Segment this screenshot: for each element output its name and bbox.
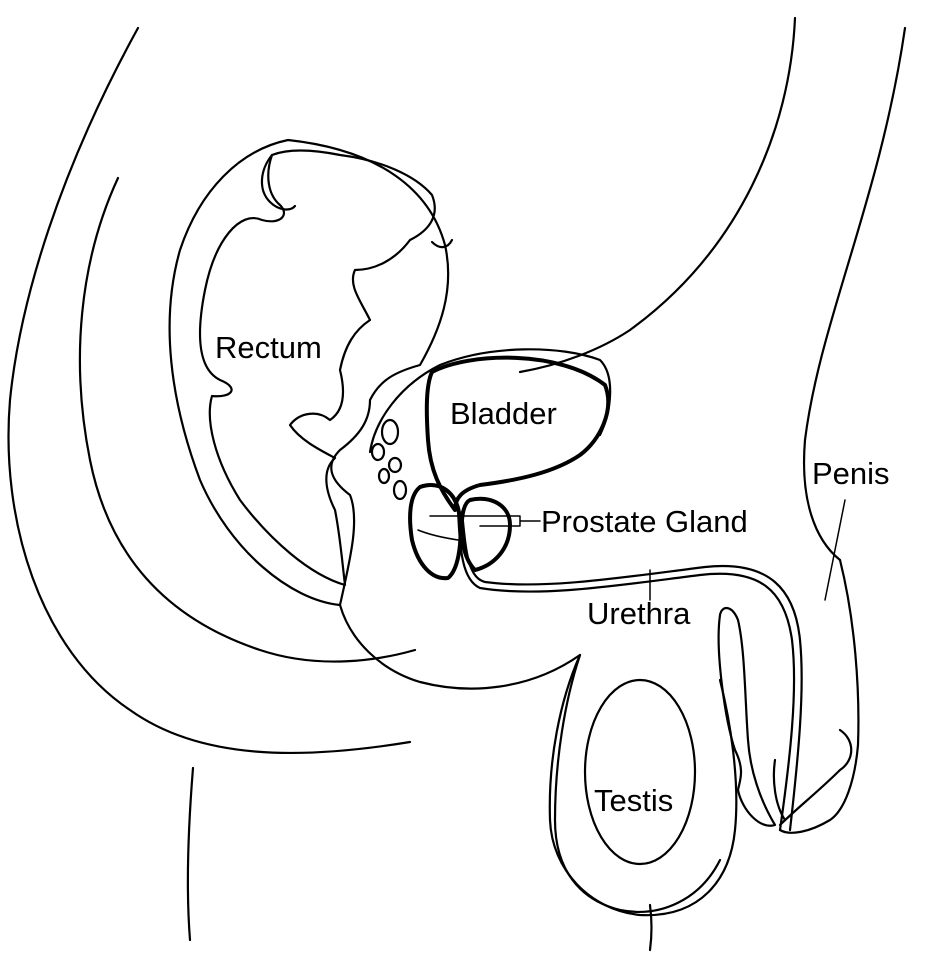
seminal-vesicle-3 bbox=[387, 456, 403, 474]
label-prostate: Prostate Gland bbox=[541, 504, 748, 539]
penis-glans bbox=[778, 728, 853, 827]
seminal-vesicle-2 bbox=[370, 442, 386, 462]
scrotum-fold-2 bbox=[772, 758, 787, 822]
label-testis: Testis bbox=[594, 783, 673, 818]
abdomen-lower-outline bbox=[803, 26, 907, 562]
abdomen-front-outline bbox=[518, 16, 797, 374]
penis-leader-line bbox=[824, 499, 846, 601]
rectum-fold-right bbox=[430, 238, 454, 249]
scrotum-outline bbox=[548, 653, 738, 917]
testis-outline bbox=[583, 678, 697, 866]
seminal-vesicle-4 bbox=[377, 467, 391, 485]
penis-outline bbox=[778, 558, 860, 834]
label-penis: Penis bbox=[812, 456, 890, 491]
label-rectum: Rectum bbox=[215, 330, 322, 365]
urethra-outline bbox=[456, 508, 796, 832]
urethra-inner bbox=[460, 510, 803, 832]
prostate-leader-line bbox=[429, 515, 541, 527]
body-back-inner-outline bbox=[78, 176, 417, 663]
rectum-inner-lumen bbox=[198, 149, 436, 587]
spermatic-cord bbox=[648, 903, 653, 952]
label-urethra: Urethra bbox=[587, 596, 691, 631]
perineum-outline bbox=[338, 603, 722, 913]
leg-front-outline bbox=[186, 766, 195, 942]
seminal-vesicle-5 bbox=[392, 479, 408, 501]
prostate-right-lobe bbox=[459, 496, 512, 572]
seminal-vesicle-1 bbox=[380, 418, 400, 446]
label-bladder: Bladder bbox=[450, 396, 557, 431]
body-back-outline bbox=[7, 26, 412, 755]
rectum-outer-wall bbox=[168, 138, 450, 607]
rectum-fold bbox=[260, 153, 297, 211]
bladder-outline bbox=[424, 355, 611, 512]
prostate-inner-line bbox=[417, 529, 459, 541]
prostate-left-lobe bbox=[408, 483, 463, 581]
peritoneum-line bbox=[368, 348, 612, 454]
